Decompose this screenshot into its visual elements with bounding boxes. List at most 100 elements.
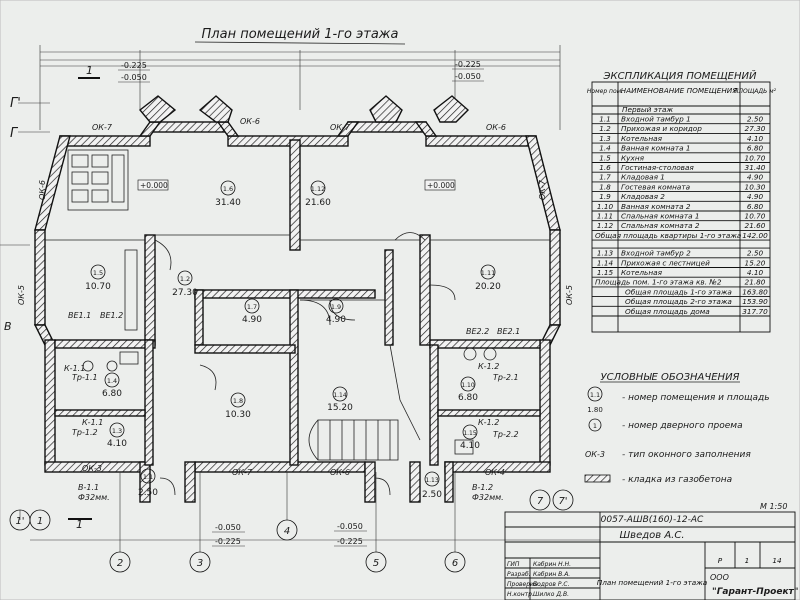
- svg-text:1.4: 1.4: [107, 377, 117, 385]
- legend-masonry-symbol: - кладка из газобетона: [584, 474, 732, 485]
- svg-text:В-1.1: В-1.1: [78, 483, 99, 492]
- room-1-14: 1.14 15.20: [327, 386, 353, 413]
- svg-text:- номер помещения и площадь: - номер помещения и площадь: [622, 393, 770, 403]
- room-1-10: 1.106.80: [458, 376, 478, 403]
- room-1-3: 1.34.10: [107, 422, 127, 449]
- legend-title: УСЛОВНЫЕ ОБОЗНАЧЕНИЯ: [600, 372, 739, 383]
- svg-text:ВЕ2.2: ВЕ2.2: [466, 327, 489, 336]
- room-1-2: 1.227.30: [172, 270, 198, 298]
- room-1-6: 1.631.40: [215, 180, 241, 208]
- svg-text:К-1.2: К-1.2: [478, 362, 499, 371]
- signature-rows: ГИП Кабрин Н.Н. Разраб. Кабрин В.А. Пров…: [507, 561, 571, 598]
- svg-text:21.60: 21.60: [305, 198, 331, 208]
- svg-text:-0.050: -0.050: [337, 522, 363, 531]
- floor-level-right: +0.000: [427, 181, 455, 190]
- svg-text:-0.225: -0.225: [337, 537, 363, 546]
- svg-text:2: 2: [117, 558, 123, 569]
- table-cell-area: 10.70: [745, 153, 766, 162]
- svg-text:1': 1': [15, 516, 24, 527]
- section-mark-bottom: 1: [68, 518, 92, 531]
- plan-title: План помещений 1-го этажа: [202, 27, 399, 42]
- svg-text:6: 6: [452, 558, 458, 569]
- svg-text:1.12: 1.12: [311, 185, 325, 193]
- table-cell-name: Гостевая комната: [621, 182, 690, 191]
- table-cell-number: 1.4: [599, 144, 611, 153]
- table-cell-name: Прихожая с лестницей: [621, 258, 710, 267]
- table-cell-area: 4.90: [747, 192, 764, 201]
- axis-v: В: [4, 320, 12, 333]
- level-marks-bottom: -0.050 -0.225 -0.050 -0.225: [212, 522, 367, 547]
- legend-room-symbol: 1.1 1.80 - номер помещения и площадь: [587, 386, 770, 414]
- table-cell-number: 1.6: [599, 163, 611, 172]
- table-summary-label: Общая площадь дома: [625, 307, 710, 316]
- svg-text:-0.225: -0.225: [455, 60, 481, 69]
- table-cell-name: Кухня: [621, 153, 645, 162]
- svg-text:Кабрин В.А.: Кабрин В.А.: [533, 571, 570, 578]
- svg-text:1.13: 1.13: [425, 477, 439, 484]
- interior-lines: [45, 234, 550, 461]
- explication-title: ЭКСПЛИКАЦИЯ ПОМЕЩЕНИЙ: [603, 69, 757, 82]
- svg-text:2.50: 2.50: [422, 490, 442, 500]
- svg-text:ОК-7: ОК-7: [232, 468, 253, 477]
- title-block: М 1:50 0057-АШВ(160)-12-АС Шведов А.С. Р…: [504, 502, 798, 600]
- table-cell-number: 1.12: [597, 221, 614, 230]
- table-cell-area: 4.10: [747, 268, 764, 277]
- svg-text:20.20: 20.20: [475, 282, 501, 292]
- svg-text:ОК-6: ОК-6: [330, 468, 350, 477]
- table-cell-name: Прихожая и коридор: [621, 124, 702, 133]
- svg-text:Проверил: Проверил: [507, 581, 538, 588]
- svg-text:Шилко Д.В.: Шилко Д.В.: [533, 591, 569, 598]
- svg-text:4.10: 4.10: [460, 441, 480, 451]
- svg-text:ОК-5: ОК-5: [17, 285, 26, 305]
- svg-text:1.3: 1.3: [112, 427, 122, 435]
- table-cell-name: Котельная: [621, 268, 663, 277]
- svg-text:ПЛОЩАДЬ м²: ПЛОЩАДЬ м²: [734, 88, 777, 95]
- svg-text:1: 1: [37, 516, 43, 527]
- table-cell-name: Ванная комната 2: [621, 202, 691, 211]
- svg-text:10.70: 10.70: [85, 282, 111, 292]
- svg-text:-0.225: -0.225: [215, 537, 241, 546]
- svg-text:1.15: 1.15: [463, 430, 477, 437]
- table-cell-number: 1.2: [599, 124, 611, 133]
- svg-text:1: 1: [593, 422, 597, 430]
- author-name: Шведов А.С.: [619, 530, 684, 541]
- table-cell-area: 21.60: [745, 221, 766, 230]
- table-cell-name: Входной тамбур 1: [621, 115, 691, 124]
- table-cell-number: 1.8: [599, 182, 611, 191]
- svg-text:К-1.1: К-1.1: [82, 418, 103, 427]
- svg-text:4.90: 4.90: [242, 315, 262, 325]
- room-1-4: 1.46.80: [102, 372, 122, 399]
- room-1-9: 1.94.90: [326, 298, 346, 325]
- table-cell-name: Кладовая 1: [621, 173, 665, 182]
- table-cell-area: 31.40: [745, 163, 766, 172]
- svg-text:Номер пом.: Номер пом.: [587, 88, 623, 95]
- svg-text:НАИМЕНОВАНИЕ ПОМЕЩЕНИЯ: НАИМЕНОВАНИЕ ПОМЕЩЕНИЯ: [621, 86, 738, 95]
- svg-text:1.6: 1.6: [223, 185, 233, 193]
- table-cell-name: Кладовая 2: [621, 192, 665, 201]
- table-cell-name: Гостиная-столовая: [621, 163, 694, 172]
- top-dimension-chains: [39, 45, 561, 130]
- table-total-label: Общая площадь квартиры 1-го этажа: [595, 231, 741, 240]
- svg-text:ОК-7: ОК-7: [92, 123, 113, 132]
- svg-text:ВЕ1.2: ВЕ1.2: [100, 311, 123, 320]
- table-cell-number: 1.5: [599, 153, 611, 162]
- svg-text:Первый этаж: Первый этаж: [622, 105, 673, 114]
- svg-text:- кладка из газобетона: - кладка из газобетона: [622, 475, 732, 485]
- svg-text:В-1.2: В-1.2: [472, 483, 493, 492]
- floor-levels: +0.000 +0.000: [137, 179, 456, 191]
- staircase: [308, 419, 399, 461]
- svg-text:Тр-1.1: Тр-1.1: [72, 373, 98, 382]
- table-cell-number: 1.15: [597, 268, 614, 277]
- table-cell-name: Спальная комната 1: [621, 212, 700, 221]
- svg-text:1.14: 1.14: [333, 392, 347, 399]
- svg-text:1.9: 1.9: [331, 303, 341, 311]
- svg-text:15.20: 15.20: [327, 403, 353, 413]
- table-cell-name: Котельная: [621, 134, 663, 143]
- svg-text:1.1: 1.1: [590, 391, 600, 399]
- svg-text:- тип оконного заполнения: - тип оконного заполнения: [622, 450, 751, 460]
- table-cell-area: 2.50: [747, 115, 764, 124]
- svg-text:К-1.2: К-1.2: [478, 418, 499, 427]
- svg-text:1.10: 1.10: [461, 382, 475, 389]
- level-marks-top: -0.225 -0.050 -0.225 -0.050: [118, 60, 484, 83]
